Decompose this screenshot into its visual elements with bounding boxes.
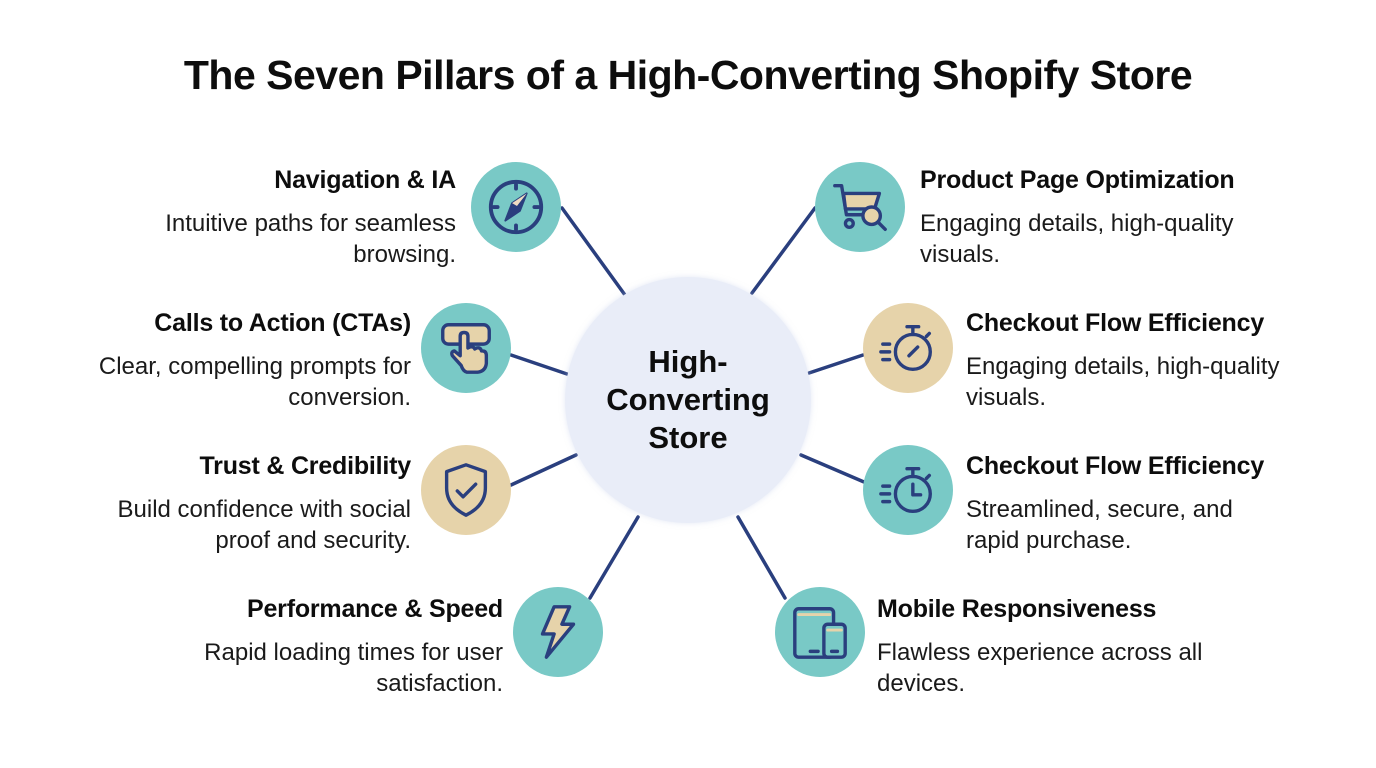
pillar-title: Checkout Flow Efficiency xyxy=(966,452,1265,480)
pillar-description: Intuitive paths for seamless browsing. xyxy=(165,210,456,268)
pillar-title: Trust & Credibility xyxy=(199,452,411,480)
devices-icon xyxy=(775,587,865,677)
connector-checkout-2 xyxy=(799,453,866,484)
pillar-product-page: Product Page Optimization Engaging detai… xyxy=(920,165,1340,270)
shield-check-icon xyxy=(421,445,511,535)
pillar-mobile: Mobile Responsiveness Flawless experienc… xyxy=(877,594,1297,699)
pillar-title: Calls to Action (CTAs) xyxy=(154,309,411,337)
connector-cta xyxy=(509,353,569,376)
tap-button-icon xyxy=(421,303,511,393)
pillar-title: Product Page Optimization xyxy=(920,166,1235,194)
pillar-description: Rapid loading times for user satisfactio… xyxy=(204,639,503,697)
connector-checkout-1 xyxy=(807,353,865,375)
stopwatch-icon xyxy=(863,303,953,393)
lightning-icon xyxy=(513,587,603,677)
compass-icon xyxy=(471,162,561,252)
pillar-title: Checkout Flow Efficiency xyxy=(966,309,1265,337)
pillar-performance: Performance & Speed Rapid loading times … xyxy=(83,594,503,699)
pillar-description: Flawless experience across all devices. xyxy=(877,639,1203,697)
pillar-navigation: Navigation & IA Intuitive paths for seam… xyxy=(36,165,456,270)
pillar-checkout-1: Checkout Flow Efficiency Engaging detail… xyxy=(966,308,1376,413)
page-title: The Seven Pillars of a High-Converting S… xyxy=(183,52,1193,98)
pillar-title: Mobile Responsiveness xyxy=(877,595,1157,623)
pillar-description: Build confidence with social proof and s… xyxy=(117,496,412,554)
pillar-title: Navigation & IA xyxy=(274,166,456,194)
connector-navigation xyxy=(560,206,627,297)
pillar-title: Performance & Speed xyxy=(246,595,503,623)
connector-trust xyxy=(509,453,578,487)
connector-performance xyxy=(588,515,640,600)
pillar-description: Streamlined, secure, and rapid purchase. xyxy=(966,496,1233,554)
hub-label: High-Converting Store xyxy=(606,344,770,455)
pillar-description: Clear, compelling prompts for conversion… xyxy=(98,353,411,411)
connector-mobile xyxy=(736,515,787,600)
cart-search-icon xyxy=(815,162,905,252)
pillar-checkout-2: Checkout Flow Efficiency Streamlined, se… xyxy=(966,451,1376,556)
pillar-cta: Calls to Action (CTAs) Clear, compelling… xyxy=(0,308,411,413)
pillar-description: Engaging details, high-quality visuals. xyxy=(966,353,1280,411)
pillar-description: Engaging details, high-quality visuals. xyxy=(920,210,1234,268)
pillar-trust: Trust & Credibility Build confidence wit… xyxy=(0,451,412,556)
connector-product-page xyxy=(750,206,817,295)
central-hub: High-Converting Store xyxy=(565,277,811,523)
stopwatch-clock-icon xyxy=(863,445,953,535)
